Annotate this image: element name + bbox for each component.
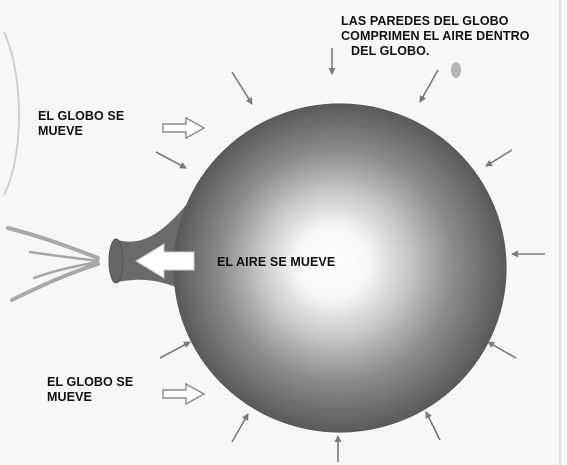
air-moves-label: EL AIRE SE MUEVE (217, 255, 335, 270)
balloon-body (174, 104, 506, 432)
balloon-moves-label-top: EL GLOBO SE MUEVE (38, 109, 124, 139)
pressure-arrows (155, 48, 545, 462)
air-moves-text: EL AIRE SE MUEVE (217, 255, 336, 269)
arrow-icon (419, 69, 439, 103)
arrow-icon (487, 341, 517, 359)
walls-compress-line-2: COMPRIMEN EL AIRE DENTRO (341, 29, 530, 43)
arrow-icon (155, 151, 187, 169)
air-moves-arrow (135, 243, 195, 279)
arrow-icon (485, 149, 513, 167)
balloon-moves-label-bottom: EL GLOBO SE MUEVE (47, 375, 133, 405)
walls-compress-label: LAS PAREDES DEL GLOBO COMPRIMEN EL AIRE … (341, 14, 530, 59)
air-escape-lines (6, 226, 100, 302)
balloon-moves-top-line-1: EL GLOBO SE (38, 109, 125, 123)
balloon-moves-top-line-2: MUEVE (38, 124, 83, 138)
balloon-nozzle (108, 238, 124, 284)
balloon-moves-bottom-line-2: MUEVE (47, 390, 92, 404)
arrow-icon (159, 341, 191, 359)
arrow-icon (231, 413, 249, 443)
highlight-speck (451, 62, 461, 78)
balloon-moves-arrow-bottom (162, 382, 206, 406)
balloon-moves-bottom-line-1: EL GLOBO SE (47, 375, 134, 389)
walls-compress-line-1: LAS PAREDES DEL GLOBO (341, 14, 509, 28)
balloon-moves-arrow-top (162, 116, 206, 140)
arrow-icon (231, 71, 253, 105)
left-edge-arc (3, 31, 20, 196)
arrow-icon (425, 411, 441, 441)
walls-compress-line-3: DEL GLOBO. (351, 44, 430, 58)
